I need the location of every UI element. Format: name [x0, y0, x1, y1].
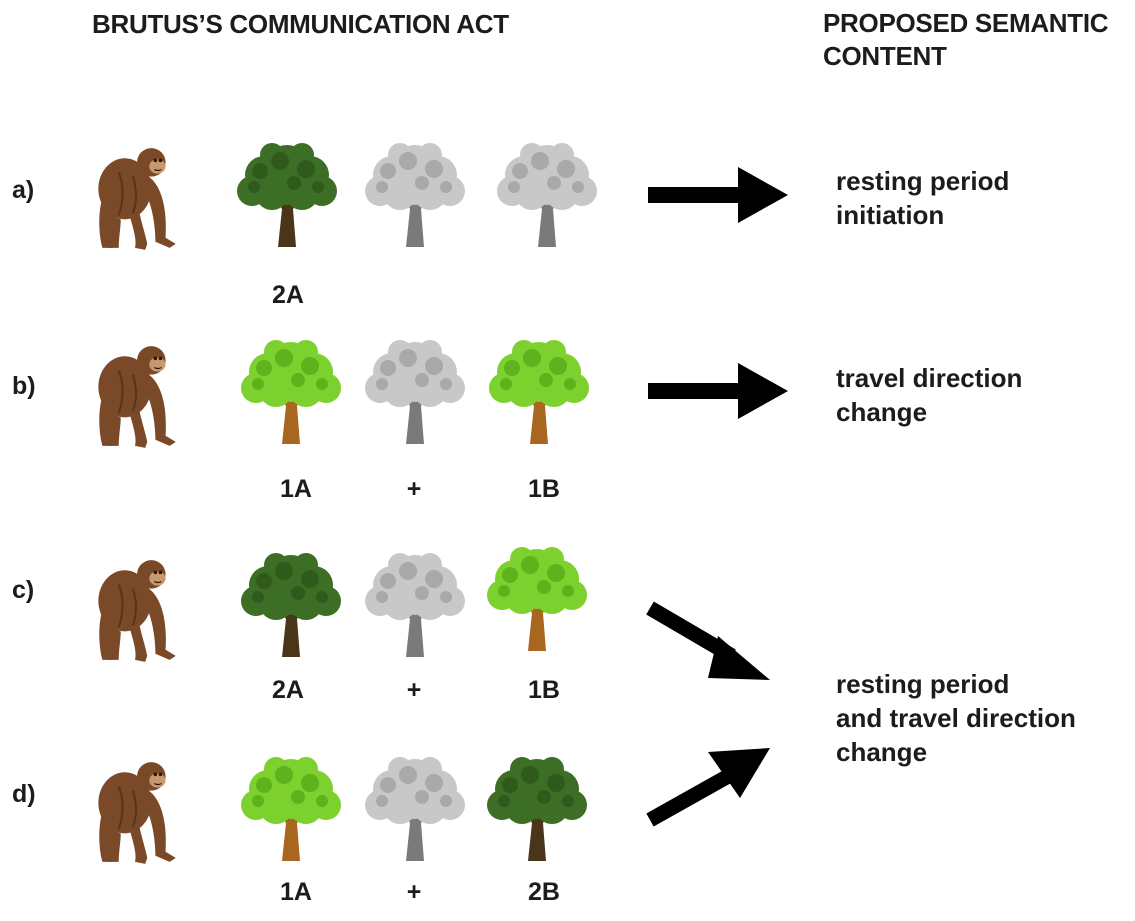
meaning-line: initiation	[836, 200, 945, 230]
arrow-right-icon	[648, 363, 788, 419]
grey-tree-icon	[492, 138, 602, 250]
grey-tree-icon	[360, 752, 470, 864]
meaning-a: resting period initiation	[836, 164, 1009, 232]
heading-semantic-line-1: PROPOSED SEMANTIC	[823, 8, 1109, 38]
tree-code: 1B	[528, 676, 560, 704]
meaning-line: resting period	[836, 166, 1010, 196]
light-green-tree-icon	[236, 335, 346, 447]
arrow-down-right-icon	[646, 601, 770, 680]
chimpanzee-icon	[88, 142, 180, 254]
meaning-line: travel direction	[836, 363, 1023, 393]
tree-code: 1A	[280, 475, 312, 503]
meaning-b: travel direction change	[836, 361, 1022, 429]
chimpanzee-icon	[88, 340, 180, 452]
arrow-up-right-icon	[646, 748, 770, 827]
plus-sign: +	[406, 878, 422, 906]
tree-code: 2B	[528, 878, 560, 906]
chimpanzee-icon	[88, 554, 180, 666]
light-green-tree-icon	[236, 752, 346, 864]
row-label-b: b)	[12, 372, 36, 400]
meaning-line: change	[836, 737, 928, 767]
heading-semantic-line-2: CONTENT	[823, 41, 947, 71]
dark-green-tree-icon	[482, 752, 592, 864]
light-green-tree-icon	[482, 542, 592, 654]
meaning-line: and travel direction	[836, 703, 1076, 733]
heading-communication-act: BRUTUS’S COMMUNICATION ACT	[92, 9, 509, 39]
light-green-tree-icon	[484, 335, 594, 447]
meaning-line: change	[836, 397, 928, 427]
plus-sign: +	[406, 475, 422, 503]
dark-green-tree-icon	[232, 138, 342, 250]
row-label-d: d)	[12, 780, 36, 808]
grey-tree-icon	[360, 548, 470, 660]
heading-semantic-content: PROPOSED SEMANTIC CONTENT	[823, 7, 1109, 73]
plus-sign: +	[406, 676, 422, 704]
arrow-right-icon	[648, 167, 788, 223]
grey-tree-icon	[360, 138, 470, 250]
tree-code: 1B	[528, 475, 560, 503]
meaning-line: resting period	[836, 669, 1010, 699]
meaning-c-d: resting period and travel direction chan…	[836, 667, 1076, 769]
grey-tree-icon	[360, 335, 470, 447]
tree-code: 1A	[280, 878, 312, 906]
dark-green-tree-icon	[236, 548, 346, 660]
row-label-a: a)	[12, 176, 35, 204]
tree-code: 2A	[272, 281, 304, 309]
chimpanzee-icon	[88, 756, 180, 868]
tree-code: 2A	[272, 676, 304, 704]
row-label-c: c)	[12, 576, 35, 604]
